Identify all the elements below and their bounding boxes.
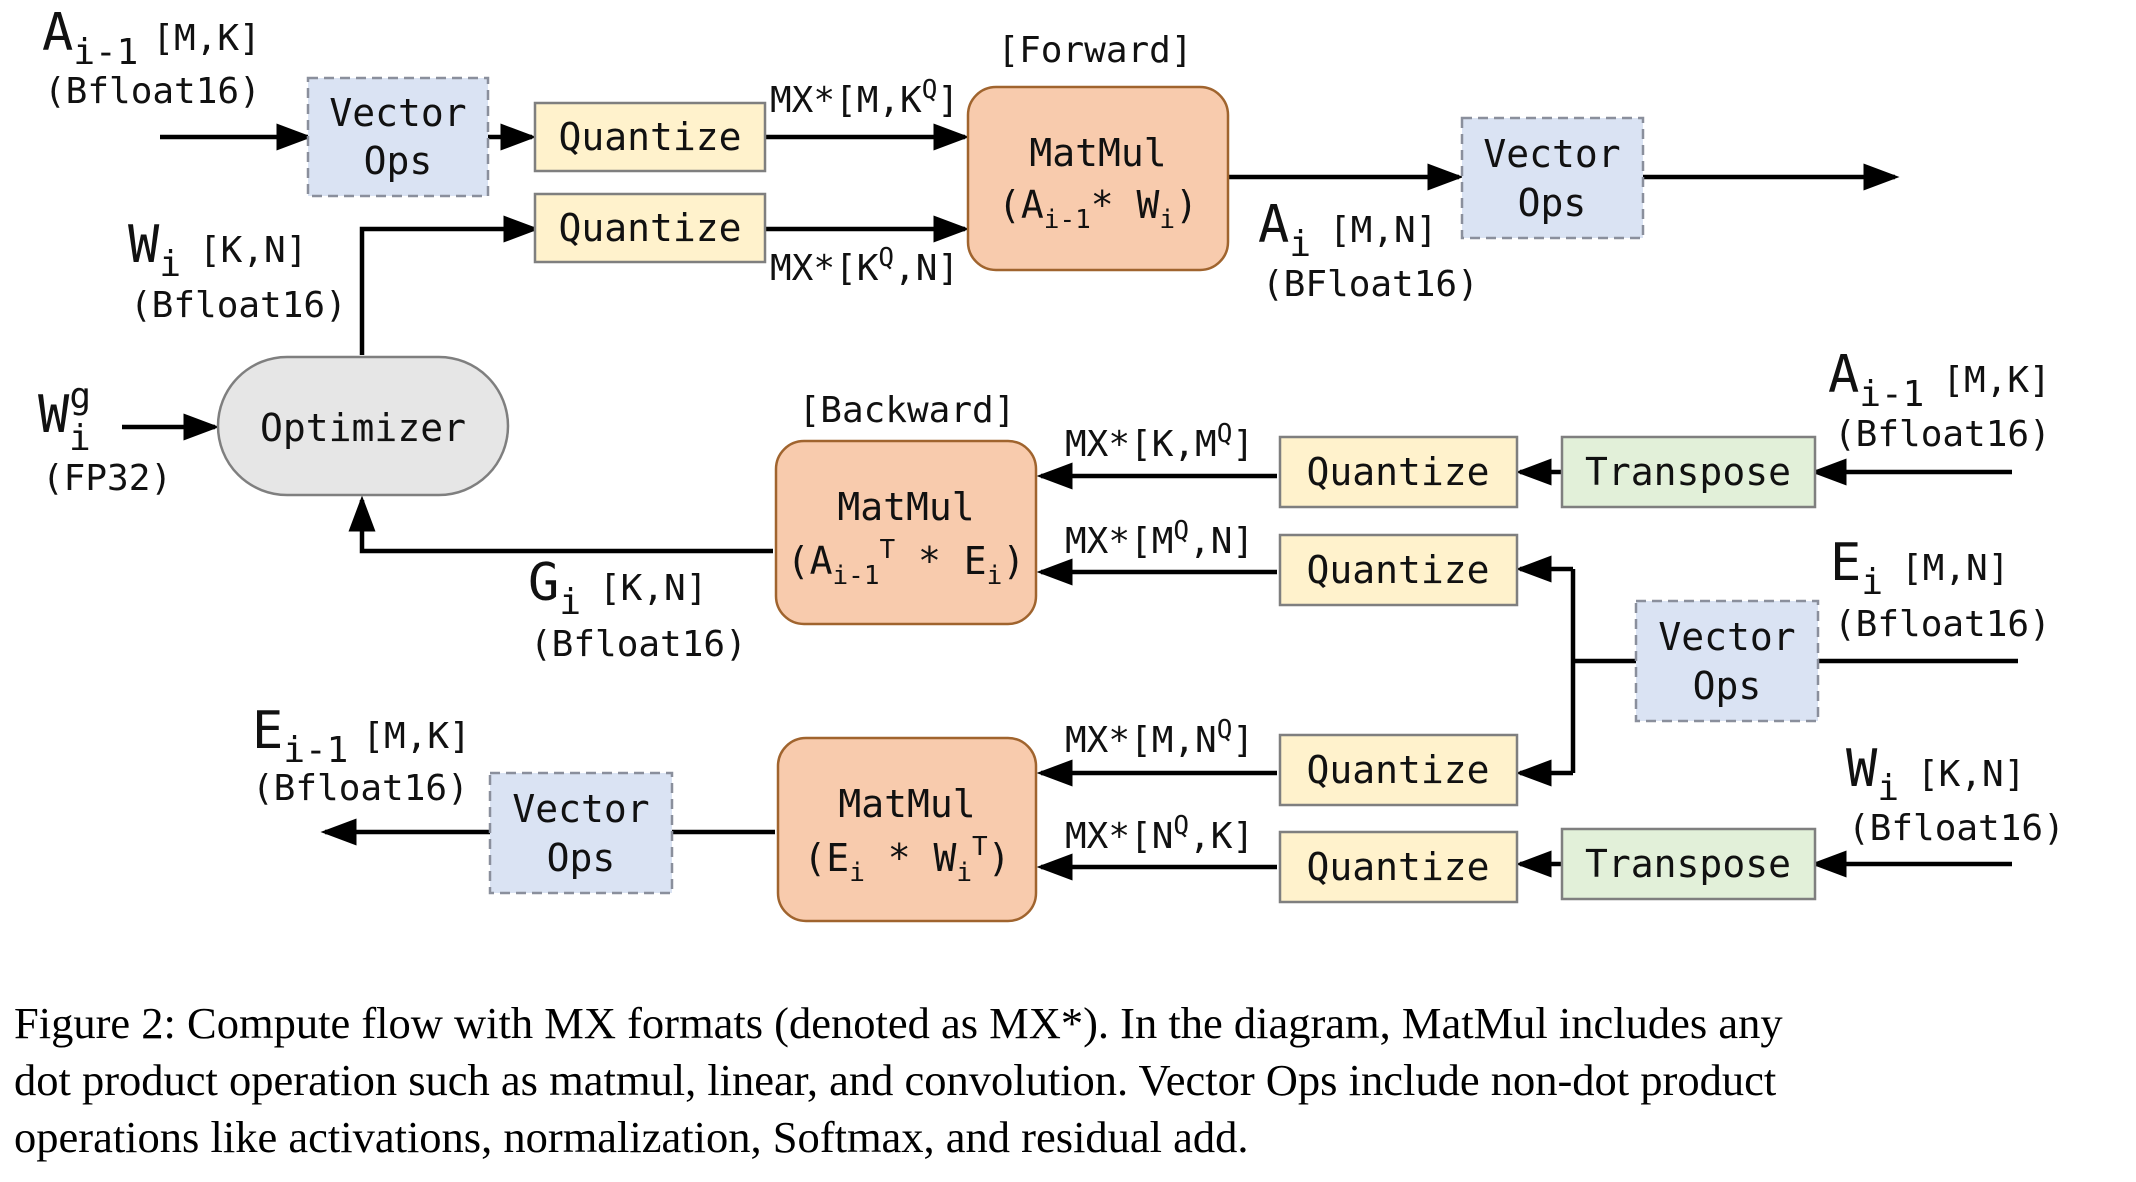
tensor-label-w-backward: Wi[K,N] (Bfloat16) [1846, 739, 2065, 849]
svg-text:Vector: Vector [512, 787, 649, 831]
matmul-backward-weight: MatMul (Ai-1T * Ei) [774, 439, 1038, 626]
quantize-backward-activation: Quantize [1278, 435, 1519, 509]
edge-label-bwd-error-inputgrad: MX*[M,NQ] [1065, 715, 1254, 761]
svg-text:Optimizer: Optimizer [260, 406, 466, 450]
svg-text:Ops: Ops [1693, 664, 1762, 708]
quantize-backward-error-weightgrad: Quantize [1278, 533, 1519, 607]
edge-label-bwd-weight: MX*[NQ,K] [1065, 811, 1254, 857]
svg-text:(Ai-1* Wi): (Ai-1* Wi) [998, 183, 1198, 235]
svg-text:Ai[M,N]: Ai[M,N] [1258, 195, 1437, 265]
quantize-forward-weight: Quantize [533, 192, 767, 264]
vector-ops-forward-input: Vector Ops [306, 76, 490, 198]
tensor-label-w-forward: Wi[K,N] (Bfloat16) [128, 215, 347, 326]
svg-text:Quantize: Quantize [558, 206, 741, 250]
svg-text:Ops: Ops [364, 139, 433, 183]
quantize-forward-activation: Quantize [533, 101, 767, 173]
svg-text:(Ai-1T * Ei): (Ai-1T * Ei) [787, 535, 1025, 591]
caption-line-2: dot product operation such as matmul, li… [14, 1055, 1777, 1105]
svg-text:MatMul: MatMul [837, 485, 974, 529]
svg-text:Ops: Ops [1518, 181, 1587, 225]
svg-text:Ei[M,N]: Ei[M,N] [1830, 533, 2009, 603]
svg-text:Vector: Vector [1658, 615, 1795, 659]
svg-text:(Bfloat16): (Bfloat16) [530, 624, 747, 665]
matmul-forward: MatMul (Ai-1* Wi) [966, 85, 1230, 272]
svg-text:Quantize: Quantize [1306, 450, 1489, 494]
vector-ops-forward-output: Vector Ops [1460, 116, 1645, 240]
svg-text:(FP32): (FP32) [42, 458, 172, 499]
svg-text:Quantize: Quantize [558, 115, 741, 159]
svg-text:Quantize: Quantize [1306, 845, 1489, 889]
matmul-backward-input: MatMul (Ei * WiT) [776, 736, 1038, 923]
svg-text:Transpose: Transpose [1585, 842, 1791, 886]
svg-text:(Bfloat16): (Bfloat16) [44, 71, 261, 112]
figure-caption: Figure 2: Compute flow with MX formats (… [14, 995, 2124, 1166]
transpose-weight: Transpose [1560, 827, 1817, 901]
svg-text:Vector: Vector [1483, 132, 1620, 176]
svg-text:MatMul: MatMul [838, 782, 975, 826]
quantize-backward-weight: Quantize [1278, 830, 1519, 904]
svg-text:Transpose: Transpose [1585, 450, 1791, 494]
svg-text:MatMul: MatMul [1029, 131, 1166, 175]
tensor-label-a-im1-backward: Ai-1[M,K] (Bfloat16) [1828, 345, 2051, 455]
quantize-backward-error-inputgrad: Quantize [1278, 733, 1519, 807]
svg-text:(Bfloat16): (Bfloat16) [1848, 808, 2065, 849]
svg-text:Wi[K,N]: Wi[K,N] [1846, 739, 2025, 809]
wires [122, 123, 2018, 881]
forward-label: [Forward] [997, 30, 1192, 71]
edge-label-bwd-activation: MX*[K,MQ] [1065, 419, 1254, 465]
svg-text:(Bfloat16): (Bfloat16) [130, 285, 347, 326]
edge-label-bwd-error-weightgrad: MX*[MQ,N] [1065, 516, 1254, 562]
svg-text:(BFloat16): (BFloat16) [1262, 264, 1479, 305]
svg-text:Gi[K,N]: Gi[K,N] [528, 553, 707, 623]
svg-text:Wi[K,N]: Wi[K,N] [128, 215, 307, 285]
caption-line-1: Figure 2: Compute flow with MX formats (… [14, 998, 1783, 1048]
edge-label-fwd-weight: MX*[KQ,N] [770, 243, 959, 289]
svg-text:Ops: Ops [547, 836, 616, 880]
transpose-activation: Transpose [1560, 435, 1817, 509]
tensor-label-g: Gi[K,N] (Bfloat16) [528, 553, 747, 665]
caption-line-3: operations like activations, normalizati… [14, 1112, 1249, 1162]
edge-label-fwd-activation: MX*[M,KQ] [770, 75, 959, 121]
svg-text:Vector: Vector [329, 91, 466, 135]
svg-text:Quantize: Quantize [1306, 548, 1489, 592]
svg-text:Ai-1[M,K]: Ai-1[M,K] [1828, 345, 2051, 415]
backward-label: [Backward] [799, 390, 1016, 431]
svg-text:(Bfloat16): (Bfloat16) [1834, 604, 2051, 645]
svg-text:(Ei * WiT): (Ei * WiT) [803, 832, 1010, 888]
svg-text:Ai-1[M,K]: Ai-1[M,K] [42, 3, 261, 73]
compute-flow-diagram: Vector Ops Quantize Quantize MatMul (Ai-… [38, 3, 2065, 923]
vector-ops-backward-output: Vector Ops [488, 771, 674, 895]
svg-text:Quantize: Quantize [1306, 748, 1489, 792]
vector-ops-backward-error: Vector Ops [1634, 599, 1820, 723]
svg-text:Ei-1[M,K]: Ei-1[M,K] [252, 701, 471, 771]
optimizer: Optimizer [216, 355, 510, 497]
tensor-label-e-im1: Ei-1[M,K] (Bfloat16) [252, 701, 471, 809]
svg-text:(Bfloat16): (Bfloat16) [1834, 414, 2051, 455]
svg-text:(Bfloat16): (Bfloat16) [252, 768, 469, 809]
tensor-label-e-i: Ei[M,N] (Bfloat16) [1830, 533, 2051, 645]
tensor-label-a-i-output: Ai[M,N] (BFloat16) [1258, 195, 1479, 305]
tensor-label-a-im1-forward: Ai-1[M,K] (Bfloat16) [42, 3, 261, 112]
svg-text:Wgi: Wgi [38, 376, 91, 459]
